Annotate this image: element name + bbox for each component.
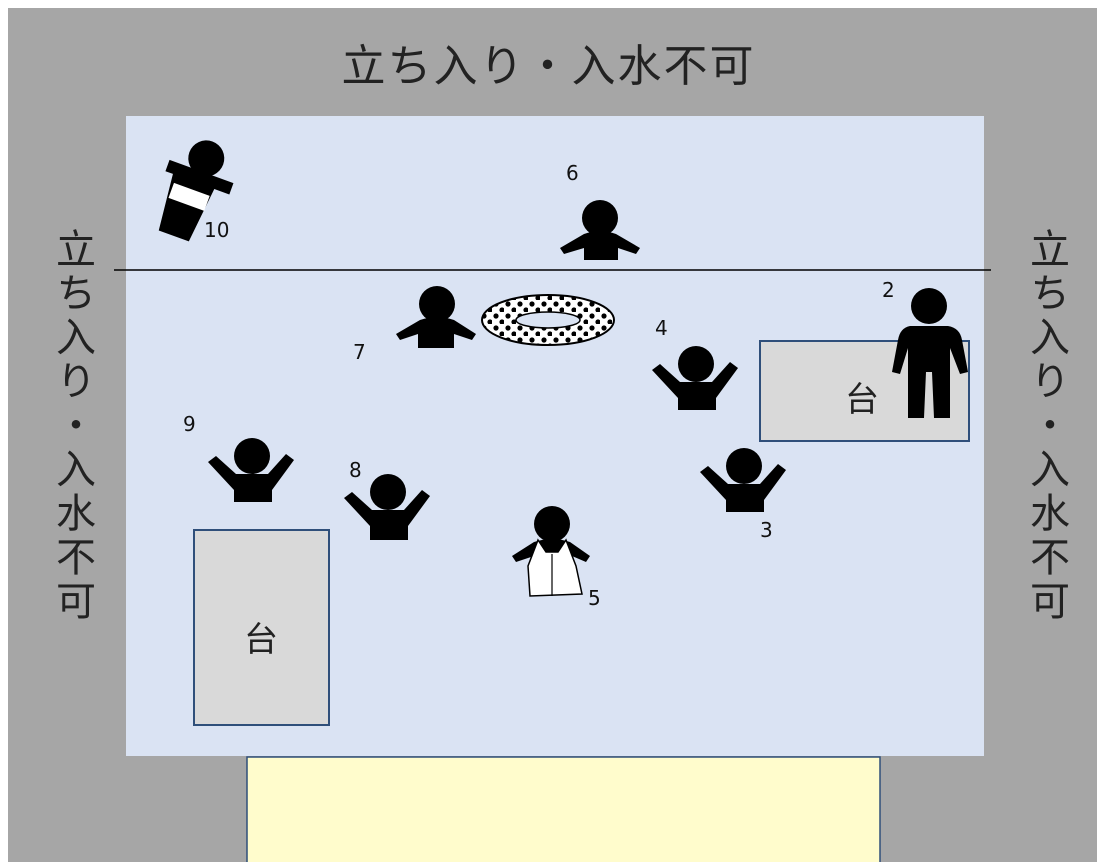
person-number-2: 2 — [882, 278, 895, 302]
person-9-icon — [208, 438, 294, 502]
person-5-vest-icon — [512, 506, 590, 597]
person-6-icon — [560, 200, 640, 260]
person-4-icon — [652, 346, 738, 410]
person-number-5: 5 — [588, 586, 601, 610]
person-number-4: 4 — [655, 316, 668, 340]
restricted-label-top: 立ち入り・入水不可 — [341, 41, 756, 92]
swim-ring-icon — [481, 294, 615, 346]
person-number-9: 9 — [183, 412, 196, 436]
person-number-6: 6 — [566, 161, 579, 185]
person-number-7: 7 — [353, 340, 366, 364]
platform-left-label: 台 — [244, 620, 278, 660]
restricted-label-right: 立ち入り・入水不可 — [1023, 228, 1069, 624]
person-8-icon — [344, 474, 430, 540]
restricted-label-left: 立ち入り・入水不可 — [49, 228, 95, 624]
person-3-icon — [700, 448, 786, 512]
person-number-10: 10 — [204, 218, 230, 242]
platform-left — [193, 529, 330, 726]
person-number-8: 8 — [349, 458, 362, 482]
entrance-area — [246, 756, 881, 862]
person-10-swimmer-icon — [158, 140, 234, 242]
person-2-standing-icon — [892, 288, 968, 418]
person-7-icon — [396, 286, 476, 348]
person-number-3: 3 — [760, 518, 773, 542]
platform-right-label: 台 — [845, 380, 879, 420]
